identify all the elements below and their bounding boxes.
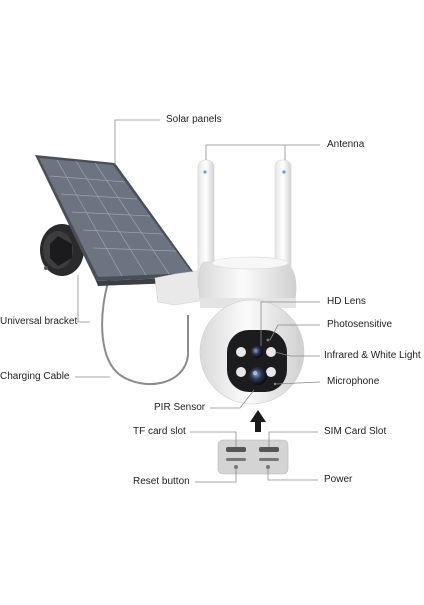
- leader-solar-panels: [114, 119, 160, 165]
- leader-universal-bracket: [77, 275, 90, 323]
- label-infrared-white-light: Infrared & White Light: [324, 350, 421, 361]
- leader-microphone: [275, 381, 321, 385]
- leader-photosensitive: [269, 324, 320, 341]
- label-reset-button: Reset button: [133, 476, 190, 487]
- label-universal-bracket: Universal bracket: [0, 316, 78, 327]
- label-pir-sensor: PIR Sensor: [154, 402, 206, 413]
- leader-sim-card-slot: [268, 431, 318, 447]
- leader-pir-sensor: [210, 389, 255, 409]
- label-tf-card-slot: TF card slot: [133, 426, 186, 437]
- label-hd-lens: HD Lens: [327, 296, 366, 307]
- leader-tf-card-slot: [190, 431, 237, 447]
- label-photosensitive: Photosensitive: [327, 319, 393, 330]
- label-antenna: Antenna: [327, 139, 365, 150]
- leader-power: [267, 469, 318, 481]
- charging-cable: [101, 281, 189, 386]
- card-slot-panel: [217, 439, 289, 475]
- leader-infrared: [274, 351, 320, 357]
- up-arrow: [250, 410, 266, 432]
- label-solar-panels: Solar panels: [166, 114, 222, 125]
- label-power: Power: [324, 474, 353, 485]
- label-charging-cable: Charging Cable: [0, 371, 70, 382]
- universal-bracket-shape: [40, 224, 84, 276]
- leader-antenna: [205, 144, 320, 160]
- label-microphone: Microphone: [327, 376, 380, 387]
- leader-reset-button: [195, 469, 237, 483]
- leader-hd-lens: [260, 301, 320, 346]
- label-sim-card-slot: SIM Card Slot: [324, 426, 387, 437]
